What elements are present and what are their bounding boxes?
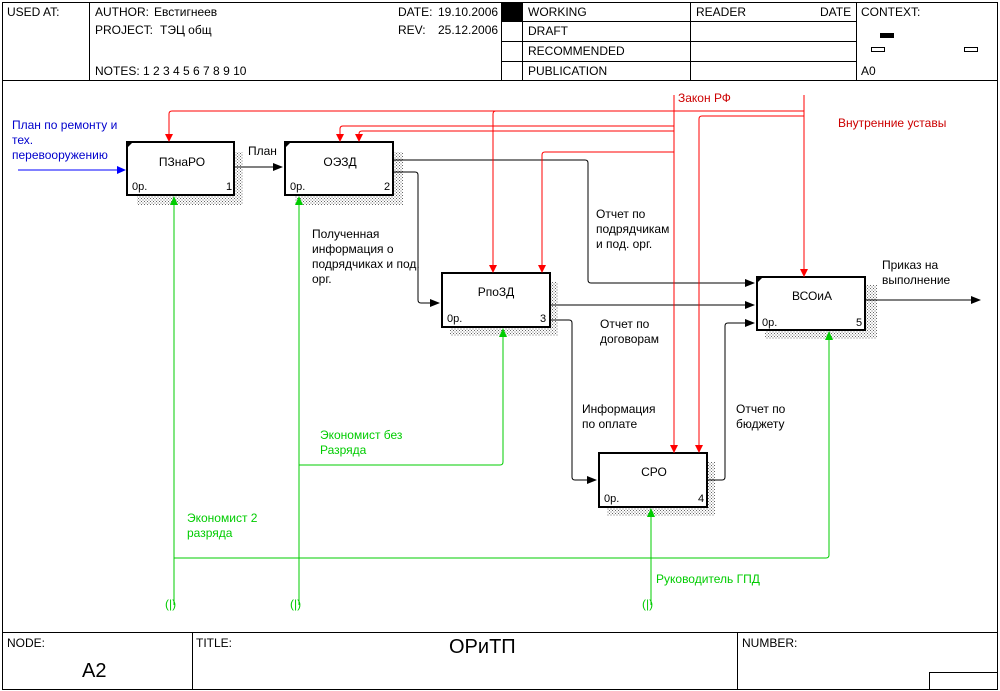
box-1-name: ПЗнаРО (159, 155, 205, 169)
label-otchet-podr: Отчет по подрядчикам и под. орг. (596, 207, 670, 251)
author-value: Евстигнеев (154, 5, 218, 19)
context-box-right (964, 47, 978, 52)
label-ekon-2: Экономист 2 разряда (187, 511, 258, 540)
context-box-left (871, 47, 885, 52)
header-row-divider-1 (501, 21, 857, 22)
box-5-name: ВСОиА (792, 289, 832, 303)
activity-box-5[interactable] (756, 276, 866, 331)
tunnel-1: (|) (165, 597, 176, 611)
header-row-divider-2 (501, 41, 857, 42)
footer-divider-1 (192, 632, 193, 690)
notes-label: NOTES: 1 2 3 4 5 6 7 8 9 10 (95, 64, 247, 78)
header-row-divider-3 (501, 61, 857, 62)
date-value: 19.10.2006 (438, 5, 499, 19)
activity-box-4[interactable] (598, 452, 708, 508)
status-publication: PUBLICATION (528, 64, 608, 78)
label-otchet-dog: Отчет по договорам (600, 317, 659, 346)
rev-label: REV: (398, 23, 426, 37)
footer-frame (2, 632, 998, 690)
label-ustavy: Внутренние уставы (838, 116, 947, 130)
box-4-cost: 0р. (604, 493, 619, 505)
box-5-cost: 0р. (762, 317, 777, 329)
control-arrowheads (165, 134, 808, 453)
box-3-num: 3 (540, 313, 546, 325)
box-3-cost: 0р. (447, 313, 462, 325)
control-arrows (168, 95, 805, 453)
date-col-label: DATE (820, 5, 852, 19)
activity-box-1[interactable] (126, 141, 235, 196)
label-ekon-bez: Экономист без Разряда (320, 428, 403, 457)
reader-label: READER (696, 5, 747, 19)
context-box-active (880, 33, 894, 38)
author-label: AUTHOR: (95, 5, 149, 19)
box-2-cost: 0р. (290, 181, 305, 193)
label-info-oplata: Информация по оплате (582, 402, 656, 431)
label-info-podr: Полученная информация о подрядчиках и по… (312, 227, 420, 286)
context-label: CONTEXT: (861, 5, 921, 19)
label-prikaz: Приказ на выполнение (882, 258, 951, 287)
footer-corner-box (929, 672, 998, 690)
label-ruk-gpd: Руководитель ГПД (656, 572, 760, 586)
title-label: TITLE: (196, 636, 233, 650)
label-zakon: Закон РФ (678, 91, 731, 105)
activity-box-3[interactable] (441, 272, 551, 328)
context-node: A0 (861, 64, 876, 78)
working-marker (502, 3, 522, 21)
rev-value: 25.12.2006 (438, 23, 499, 37)
number-label: NUMBER: (742, 636, 798, 650)
box-4-num: 4 (698, 493, 704, 505)
box-2-name: ОЭЗД (323, 155, 356, 169)
box-5-num: 5 (856, 317, 862, 329)
box-2-num: 2 (384, 181, 390, 193)
box-3-name: РпоЗД (478, 285, 515, 299)
title-value: ОРиТП (449, 636, 516, 658)
label-plan: План (248, 144, 277, 158)
footer-divider-2 (737, 632, 738, 690)
box-1-num: 1 (226, 181, 232, 193)
flow-arrows (234, 159, 981, 484)
project-value: ТЭЦ общ (160, 23, 212, 37)
node-value: A2 (82, 660, 107, 682)
mechanism-arrowheads (170, 196, 833, 517)
activity-box-2[interactable] (284, 141, 394, 196)
label-plan-input: План по ремонту и тех. перевооружению (12, 118, 118, 162)
mechanism-arrows (173, 197, 830, 605)
date-label: DATE: (398, 5, 433, 19)
box-1-cost: 0р. (132, 181, 147, 193)
status-working: WORKING (528, 5, 587, 19)
header-col-divider-1 (89, 2, 90, 81)
used-at-label: USED AT: (7, 5, 60, 19)
status-draft: DRAFT (528, 24, 568, 38)
node-label: NODE: (7, 636, 46, 650)
tunnel-2: (|) (290, 597, 301, 611)
project-label: PROJECT: (95, 23, 154, 37)
label-otchet-budget: Отчет по бюджету (736, 402, 786, 431)
box-4-name: СРО (641, 465, 667, 479)
status-recommended: RECOMMENDED (528, 44, 625, 58)
tunnel-3: (|) (642, 597, 653, 611)
